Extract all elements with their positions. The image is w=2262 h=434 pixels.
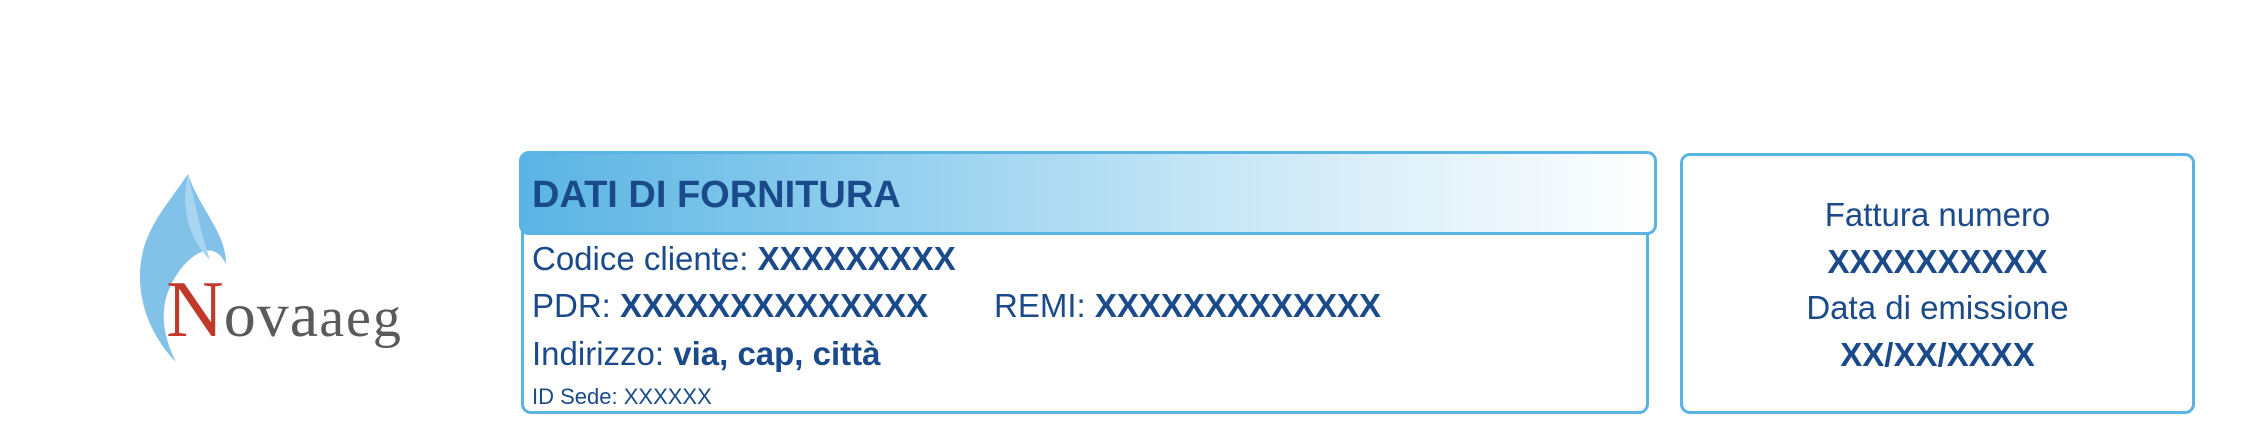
logo-letter-n: N: [166, 266, 224, 354]
logo-letters-ova: ova: [223, 279, 320, 350]
pdr-row: PDR: XXXXXXXXXXXXXX: [532, 287, 928, 325]
address-label: Indirizzo:: [532, 335, 665, 372]
issue-date-value: XX/XX/XXXX: [1840, 336, 2035, 373]
invoice-number-label: Fattura numero: [1824, 196, 2051, 233]
remi-label: REMI:: [994, 287, 1086, 324]
logo-letters-aeg: aeg: [319, 287, 403, 349]
remi-row: REMI: XXXXXXXXXXXXX: [994, 287, 1381, 325]
nova-aeg-logo: Novaaeg: [130, 170, 450, 370]
issue-date-label: Data di emissione: [1806, 289, 2069, 326]
logo-wordmark: Novaaeg: [166, 270, 403, 350]
invoice-number-value: XXXXXXXXXX: [1827, 243, 2048, 280]
supply-data-title: DATI DI FORNITURA: [532, 174, 901, 216]
customer-code-row: Codice cliente: XXXXXXXXX: [532, 240, 956, 278]
flame-icon: [139, 174, 226, 362]
supply-data-header: [519, 151, 1657, 235]
customer-code-value: XXXXXXXXX: [757, 240, 956, 277]
pdr-label: PDR:: [532, 287, 611, 324]
pdr-value: XXXXXXXXXXXXXX: [620, 287, 929, 324]
site-id-value: XXXXXX: [623, 384, 712, 409]
remi-value: XXXXXXXXXXXXX: [1094, 287, 1381, 324]
site-id-row: ID Sede: XXXXXX: [532, 384, 712, 410]
customer-code-label: Codice cliente:: [532, 240, 749, 277]
address-value: via, cap, città: [673, 335, 881, 372]
site-id-label: ID Sede:: [532, 384, 618, 409]
invoice-box: [1680, 153, 2195, 414]
address-row: Indirizzo: via, cap, città: [532, 335, 881, 373]
